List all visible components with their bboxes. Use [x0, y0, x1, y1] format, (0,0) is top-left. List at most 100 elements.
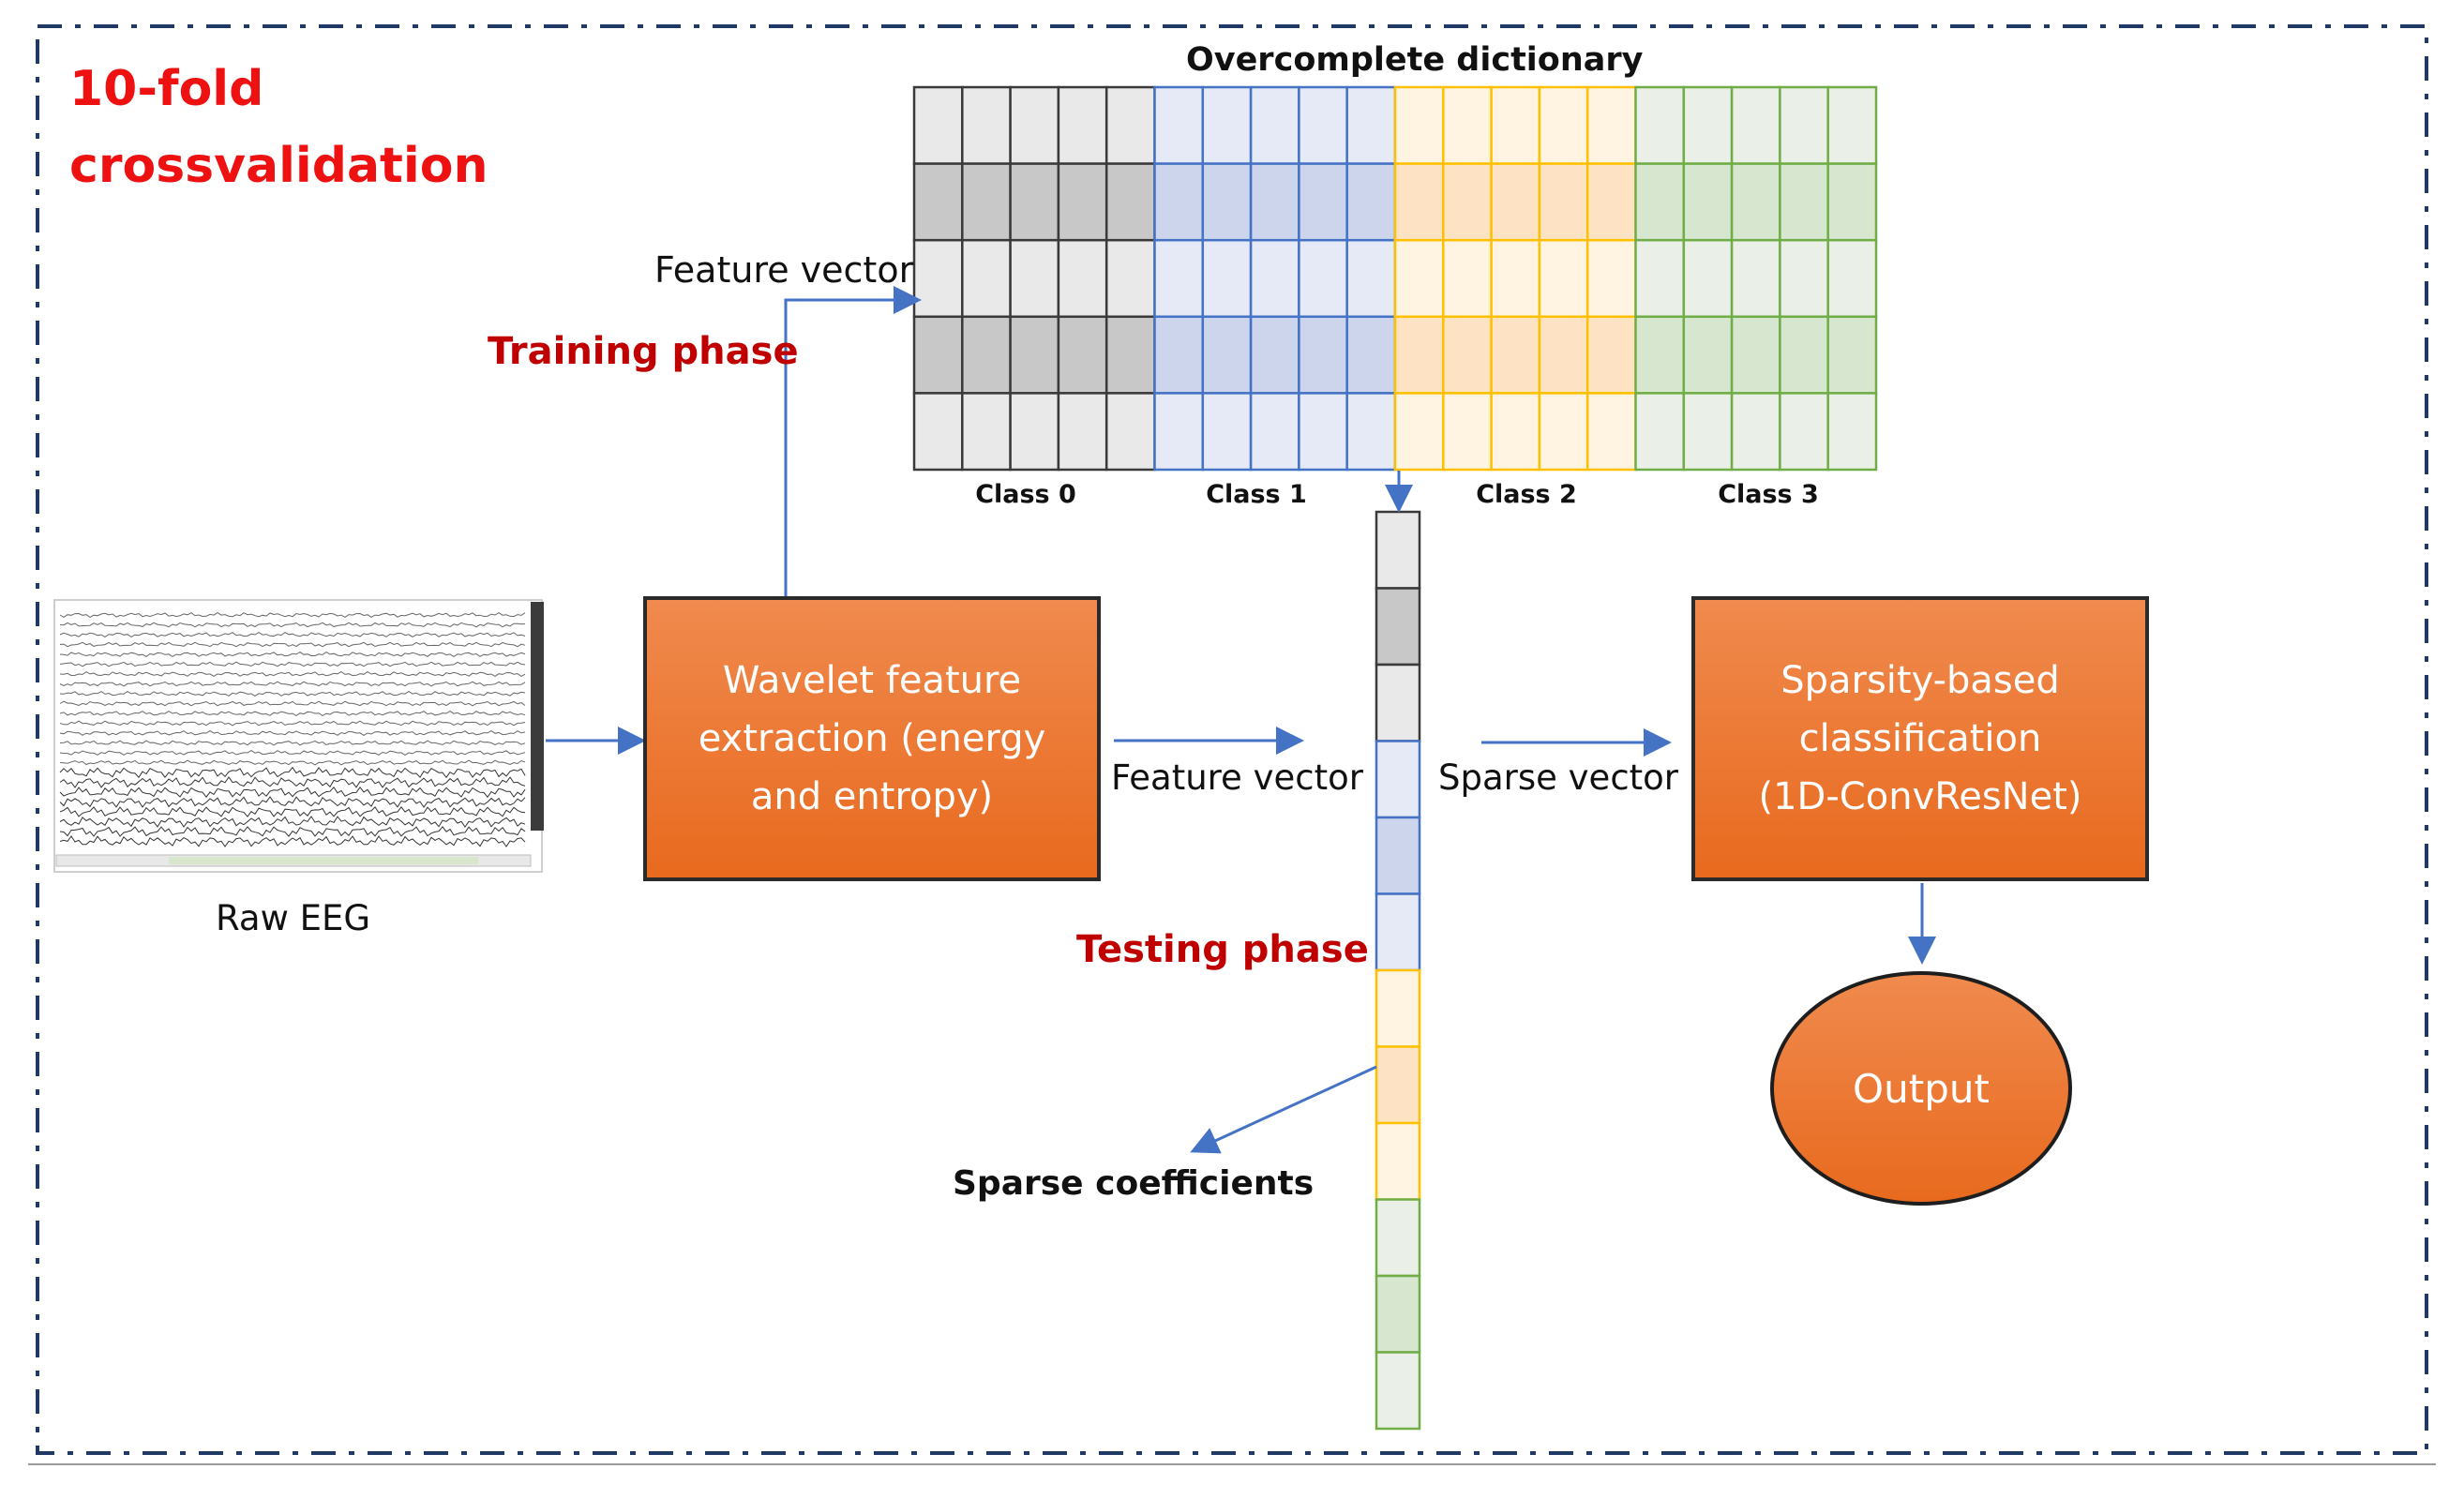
class-2-label: Class 2	[1476, 480, 1577, 509]
eeg-trace	[59, 786, 526, 799]
coefficient-cell	[1375, 1274, 1421, 1354]
class-3-label: Class 3	[1718, 480, 1819, 509]
dictionary-cell	[1730, 238, 1781, 319]
coefficient-cell	[1375, 1045, 1421, 1125]
dictionary-cell	[1393, 162, 1445, 242]
eeg-trace	[59, 641, 526, 648]
feature-vector-mid-label: Feature vector	[1111, 757, 1363, 798]
raw-eeg-image	[53, 599, 544, 873]
eeg-trace	[59, 622, 526, 628]
coefficient-cell	[1375, 892, 1421, 972]
dictionary-cell	[961, 392, 1012, 472]
dictionary-cell	[1104, 238, 1156, 319]
dictionary-cell	[1104, 315, 1156, 395]
dictionary-cell	[1730, 392, 1781, 472]
dictionary-cell	[1682, 162, 1734, 242]
dictionary-cell	[1634, 392, 1686, 472]
dictionary-cell	[1201, 162, 1253, 242]
eeg-trace	[59, 700, 526, 707]
dictionary-cell	[1298, 315, 1348, 395]
dictionary-cell	[961, 85, 1012, 165]
training-phase-label: Training phase	[488, 330, 799, 373]
eeg-trace	[59, 835, 526, 847]
dictionary-cell	[912, 238, 964, 319]
crossvalidation-frame	[36, 24, 2428, 1455]
eeg-trace	[59, 759, 526, 766]
dictionary-cell	[1009, 162, 1060, 242]
dictionary-cell	[1345, 238, 1397, 319]
dictionary-cell	[1779, 85, 1829, 165]
dictionary-cell	[1634, 238, 1686, 319]
dictionary-cell	[1298, 238, 1348, 319]
dictionary-cell	[1057, 238, 1108, 319]
dictionary-cell	[1201, 392, 1253, 472]
eeg-trace	[59, 632, 526, 637]
dictionary-cell	[1585, 238, 1637, 319]
dictionary-cell	[961, 162, 1012, 242]
dictionary-cell	[1249, 238, 1300, 319]
dictionary-cell	[1345, 315, 1397, 395]
eeg-trace	[59, 652, 526, 657]
dictionary-cell	[1153, 315, 1205, 395]
dictionary-cell	[1490, 392, 1541, 472]
coefficient-pointer-arrow	[1190, 1065, 1377, 1154]
class-0-label: Class 0	[975, 480, 1076, 509]
dictionary-cell	[1393, 315, 1445, 395]
dictionary-cell	[1538, 238, 1589, 319]
eeg-trace	[59, 612, 526, 618]
dictionary-cell	[1682, 392, 1734, 472]
coefficient-cell	[1375, 1121, 1421, 1201]
dictionary-cell	[1490, 315, 1541, 395]
dictionary-cell	[1826, 238, 1878, 319]
eeg-trace	[59, 826, 526, 837]
eeg-trace	[59, 730, 526, 736]
eeg-trace	[59, 805, 526, 817]
dictionary-cell	[1779, 315, 1829, 395]
dictionary-cell	[1298, 392, 1348, 472]
dictionary-cell	[1009, 238, 1060, 319]
wavelet-feature-extraction-box: Wavelet feature extraction (energy and e…	[643, 596, 1101, 881]
sparsity-classification-box: Sparsity-based classification (1D-ConvRe…	[1691, 596, 2149, 881]
dictionary-cell	[1298, 85, 1348, 165]
dictionary-cell	[1153, 238, 1205, 319]
dictionary-cell	[1104, 162, 1156, 242]
dictionary-cell	[1585, 85, 1637, 165]
coefficient-cell	[1375, 663, 1421, 742]
dictionary-grid	[912, 85, 1878, 472]
eeg-trace	[59, 691, 526, 697]
dictionary-cell	[1009, 85, 1060, 165]
dictionary-cell	[1730, 85, 1781, 165]
eeg-trace	[59, 681, 526, 687]
dictionary-cell	[1057, 392, 1108, 472]
dictionary-cell	[1538, 315, 1589, 395]
dictionary-cell	[1249, 392, 1300, 472]
dictionary-cell	[1585, 162, 1637, 242]
dictionary-cell	[1201, 315, 1253, 395]
dictionary-cell	[1585, 392, 1637, 472]
dictionary-cell	[1779, 392, 1829, 472]
dictionary-cell	[1634, 315, 1686, 395]
eeg-trace	[59, 720, 526, 727]
eeg-trace	[59, 711, 526, 716]
dictionary-cell	[1490, 85, 1541, 165]
dictionary-cell	[1393, 392, 1445, 472]
dictionary-cell	[1634, 85, 1686, 165]
connectors	[546, 286, 1936, 1154]
dictionary-cell	[961, 315, 1012, 395]
testing-phase-label: Testing phase	[1076, 928, 1369, 971]
dictionary-cell	[1249, 162, 1300, 242]
dictionary-cell	[1826, 162, 1878, 242]
dictionary-cell	[1201, 238, 1253, 319]
class-1-label: Class 1	[1206, 480, 1307, 509]
dictionary-cell	[1057, 315, 1108, 395]
eeg-trace	[59, 740, 526, 746]
dictionary-cell	[1009, 392, 1060, 472]
dictionary-cell	[1730, 162, 1781, 242]
dictionary-cell	[1682, 238, 1734, 319]
training-arrow	[784, 286, 922, 598]
dictionary-cell	[1345, 162, 1397, 242]
dictionary-cell	[1442, 162, 1493, 242]
eeg-trace	[59, 750, 526, 756]
